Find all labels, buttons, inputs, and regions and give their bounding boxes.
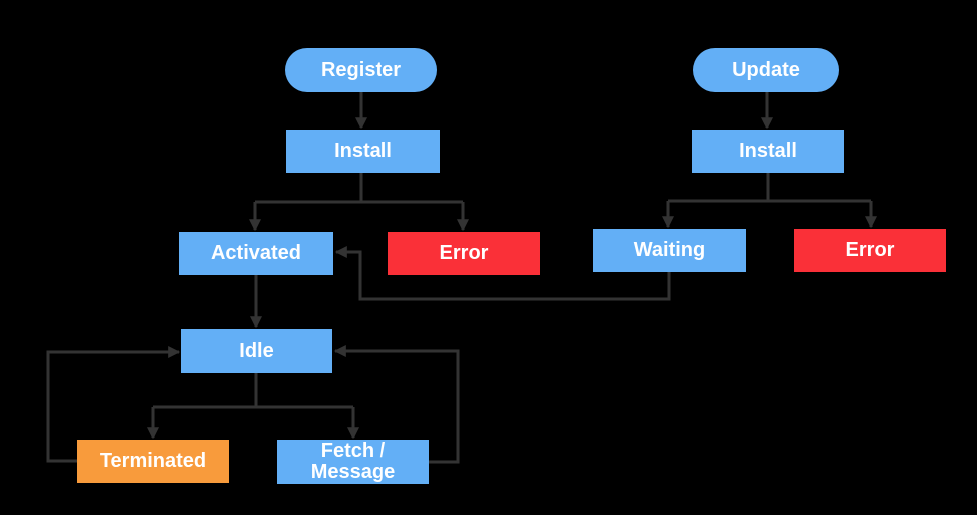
- node-update-label: Update: [732, 58, 800, 81]
- node-error-left: Error: [388, 232, 540, 275]
- node-terminated-label: Terminated: [99, 450, 207, 472]
- node-error-right-label: Error: [845, 239, 895, 261]
- node-install-right: Install: [692, 130, 844, 173]
- node-fetch-message: Fetch / Message: [277, 440, 429, 484]
- node-error-right: Error: [794, 229, 946, 272]
- node-idle: Idle: [181, 329, 332, 373]
- node-install-right-label: Install: [739, 140, 797, 162]
- node-activated-label: Activated: [210, 242, 302, 264]
- edge-fetch-message-idle-loop: [333, 345, 460, 464]
- node-fetch-message-label-line2: Message: [310, 461, 396, 483]
- edge-terminated-idle-loop: [46, 346, 181, 463]
- node-waiting: Waiting: [593, 229, 746, 272]
- node-register-label: Register: [320, 58, 402, 81]
- node-activated: Activated: [179, 232, 333, 275]
- node-waiting-label: Waiting: [633, 239, 706, 261]
- node-idle-label: Idle: [239, 339, 274, 362]
- node-update: Update: [693, 48, 839, 92]
- node-register: Register: [285, 48, 437, 92]
- node-fetch-message-label-line1: Fetch /: [320, 440, 386, 462]
- node-install-left: Install: [286, 130, 440, 173]
- edge-waiting-activated: [334, 246, 671, 301]
- node-terminated: Terminated: [77, 440, 229, 483]
- node-error-left-label: Error: [439, 242, 489, 264]
- node-install-left-label: Install: [334, 140, 392, 162]
